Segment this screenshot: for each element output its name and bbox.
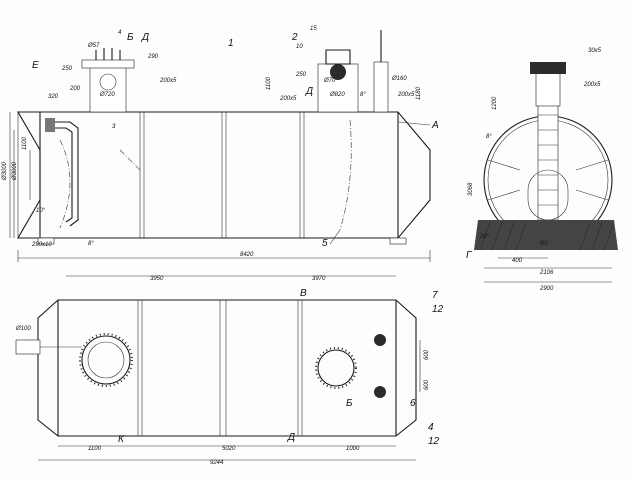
label-1: 1 bbox=[228, 38, 234, 49]
plan-label-7: 7 bbox=[432, 290, 438, 301]
plan-label-B: В bbox=[300, 288, 307, 299]
label-4: 4 bbox=[118, 30, 122, 36]
angle-b: 8° bbox=[360, 92, 366, 98]
plan-dim-1100: 1100 bbox=[88, 446, 102, 452]
dim-250-b: 250 bbox=[295, 72, 307, 78]
plan-view: 3950 3970 1100 5020 1000 9244 600 600 Ø1… bbox=[15, 275, 444, 466]
side-dim-2106: 2106 bbox=[539, 270, 554, 276]
plan-dim-3970: 3970 bbox=[312, 276, 326, 282]
label-10: 10 bbox=[296, 44, 303, 50]
plan-dim-1000: 1000 bbox=[346, 446, 360, 452]
dim-200x5-c: 200x5 bbox=[397, 92, 415, 98]
dim-1100-left: 1100 bbox=[22, 136, 28, 150]
dim-290: 290 bbox=[147, 54, 159, 60]
dim-height-a: Ø3000 bbox=[2, 161, 8, 181]
side-dim-3068: 3068 bbox=[468, 182, 474, 196]
side-dim-400: 400 bbox=[512, 258, 523, 264]
side-arc-r: R0 bbox=[540, 241, 548, 247]
plan-label-B2: Б bbox=[346, 398, 353, 409]
label-B: Б bbox=[127, 32, 134, 43]
angle-10: 10° bbox=[36, 208, 46, 214]
dim-nozzle-d-left: Ø57 bbox=[87, 43, 100, 49]
plan-label-6: 6 bbox=[410, 398, 416, 409]
dim-160: Ø160 bbox=[391, 76, 407, 82]
plan-label-4: 4 bbox=[428, 422, 434, 433]
angle-a: 8° bbox=[88, 241, 94, 247]
plan-label-D3: Д bbox=[287, 432, 295, 443]
label-15: 15 bbox=[310, 26, 317, 32]
label-A: A bbox=[431, 120, 439, 131]
plan-dim-3950: 3950 bbox=[150, 276, 164, 282]
plan-dim-100: Ø100 bbox=[15, 326, 31, 332]
label-5: 5 bbox=[322, 238, 328, 249]
label-E: E bbox=[32, 60, 39, 71]
side-dim-2900: 2900 bbox=[539, 286, 554, 292]
side-view: 30x5 200x5 1200 3068 400 2106 2900 20° 8… bbox=[466, 48, 618, 292]
plan-label-K: К bbox=[118, 434, 125, 445]
label-2: 2 bbox=[291, 32, 298, 43]
label-3: 3 bbox=[112, 124, 116, 130]
dim-manhole-d-right: Ø820 bbox=[329, 92, 345, 98]
plan-dim-9244: 9244 bbox=[210, 460, 224, 466]
side-angle-8: 8° bbox=[486, 134, 492, 140]
dim-200x5-b: 200x5 bbox=[279, 96, 297, 102]
plan-label-12b: 12 bbox=[428, 436, 440, 447]
side-angle-20: 20° bbox=[479, 234, 490, 240]
dim-320: 320 bbox=[48, 94, 59, 100]
dim-290x10: 290x10 bbox=[31, 242, 52, 248]
dim-height-b: Ø3000 bbox=[12, 161, 18, 181]
dim-1100: 1100 bbox=[266, 76, 272, 90]
side-dim-200x5: 200x5 bbox=[583, 82, 601, 88]
side-dim-1200: 1200 bbox=[492, 96, 498, 110]
dim-250: 250 bbox=[61, 66, 73, 72]
dim-nozzle-d-mid: Ø70 bbox=[323, 78, 336, 84]
dim-1180: 1180 bbox=[416, 86, 422, 100]
label-D: Д bbox=[141, 32, 149, 43]
dim-200: 200 bbox=[69, 86, 81, 92]
plan-dim-600b: 600 bbox=[424, 379, 430, 390]
plan-dim-600a: 600 bbox=[424, 349, 430, 360]
dim-manhole-d: Ø720 bbox=[99, 92, 115, 98]
dim-200x5-a: 200x5 bbox=[159, 78, 177, 84]
side-dim-30x5: 30x5 bbox=[588, 48, 602, 54]
dim-overall-length: 8420 bbox=[240, 252, 254, 258]
plan-dim-5020: 5020 bbox=[222, 446, 236, 452]
front-view: Ø57 Ø720 Ø820 200x5 200x5 200x5 Ø3000 Ø3… bbox=[2, 26, 439, 262]
side-label-G: Г bbox=[466, 250, 473, 261]
label-D2: Д bbox=[305, 86, 313, 97]
plan-label-12a: 12 bbox=[432, 304, 444, 315]
